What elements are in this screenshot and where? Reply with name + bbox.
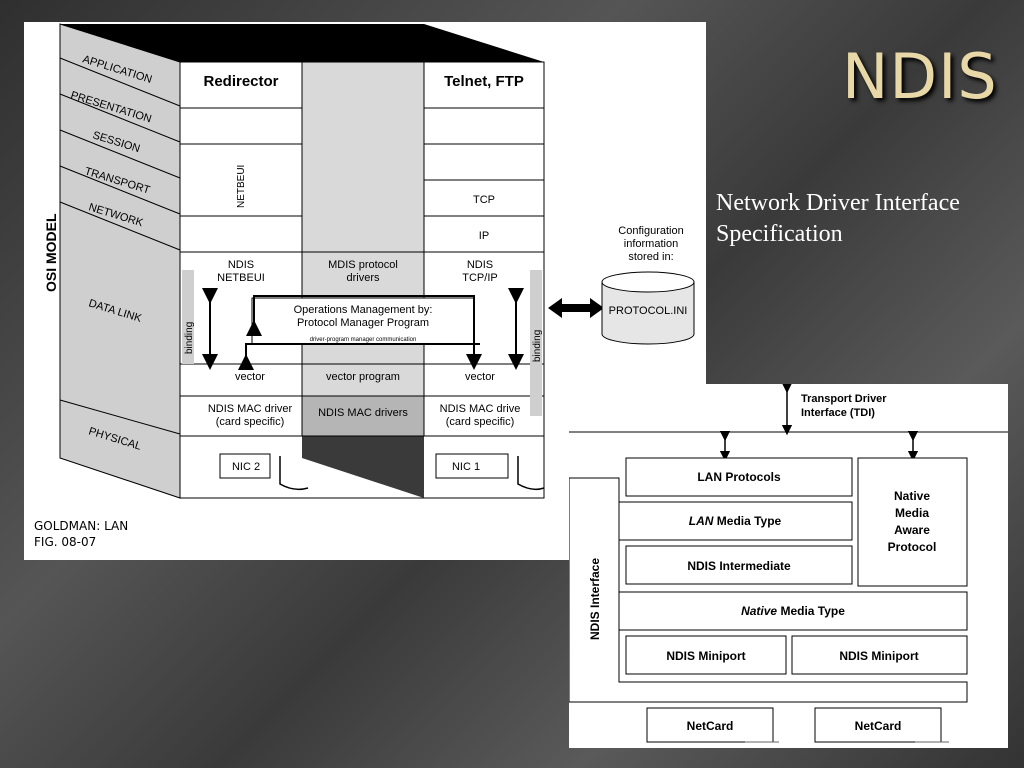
nic-1-card: NIC 1: [435, 453, 545, 491]
protocol-ini-label: PROTOCOL.INI: [609, 305, 688, 317]
binding-strip-left: [182, 270, 194, 364]
vector-program-label: vector program: [326, 371, 400, 383]
netcard-box-2: [814, 707, 942, 743]
layer-dividers: [59, 57, 181, 435]
mac-driver-left-label: NDIS MAC driver(card specific): [208, 403, 293, 428]
double-arrow: [548, 298, 604, 318]
credit-line-1: GOLDMAN: LAN: [34, 519, 128, 533]
redirector-label: Redirector: [203, 73, 278, 90]
slide-title: NDIS: [842, 40, 998, 113]
telnet-ftp-label: Telnet, FTP: [444, 73, 524, 90]
native-media-aware-box: [857, 457, 968, 587]
lan-protocols-label: LAN Protocols: [697, 470, 781, 484]
nic-2-label: NIC 2: [232, 461, 260, 473]
netcard-label-2: NetCard: [855, 719, 902, 733]
ndis-intermediate-box: [625, 545, 853, 585]
tcp-label: TCP: [473, 194, 495, 206]
binding-strip-right: [530, 270, 542, 416]
netcard-box-1: [646, 707, 774, 743]
nic-1-label: NIC 1: [452, 461, 480, 473]
lan-protocols-box: [625, 457, 853, 497]
nic-2-card: NIC 2: [219, 453, 309, 491]
mac-drivers-middle-label: NDIS MAC drivers: [318, 407, 408, 419]
slide-subtitle: Network Driver Interface Specification: [716, 190, 960, 247]
driver-comm-label: driver-program manager communication: [310, 337, 417, 343]
binding-right-label: binding: [532, 330, 543, 362]
ndis-intermediate-label: NDIS Intermediate: [687, 559, 791, 573]
ops-management-label: Operations Management by:Protocol Manage…: [294, 304, 433, 329]
mac-driver-right-label: NDIS MAC drive(card specific): [440, 403, 521, 428]
native-media-type-label: Native Media Type: [741, 604, 845, 618]
vector-left-label: vector: [235, 371, 265, 383]
ndis-miniport-label-2: NDIS Miniport: [839, 649, 918, 663]
block-top: [60, 24, 544, 62]
native-media-type-box: [618, 591, 968, 631]
credit-line-2: FIG. 08-07: [34, 535, 96, 549]
ndis-interface-label: NDIS Interface: [588, 558, 602, 640]
lan-media-type-box: [618, 501, 853, 541]
ndis-miniport-box-2: [791, 635, 968, 675]
binding-left-label: binding: [184, 322, 195, 354]
middle-column-shadow: [302, 436, 424, 498]
lan-media-type-label: LAN Media Type: [689, 514, 782, 528]
middle-column: [301, 61, 425, 437]
protocol-ini-cylinder: PROTOCOL.INI: [601, 271, 695, 345]
vector-right-label: vector: [465, 371, 495, 383]
osi-ndis-diagram: APPLICATION PRESENTATION SESSION TRANSPO…: [34, 23, 695, 549]
ndis-miniport-box-1: [625, 635, 787, 675]
netcard-label-1: NetCard: [687, 719, 734, 733]
osi-model-label: OSI MODEL: [43, 213, 59, 292]
netbeui-label: NETBEUI: [236, 165, 247, 208]
ip-label: IP: [479, 230, 489, 242]
ndis-interface-frame: [568, 477, 968, 703]
osi-ndis-figure: APPLICATION PRESENTATION SESSION TRANSPO…: [24, 22, 706, 560]
ndis-miniport-label-1: NDIS Miniport: [666, 649, 745, 663]
